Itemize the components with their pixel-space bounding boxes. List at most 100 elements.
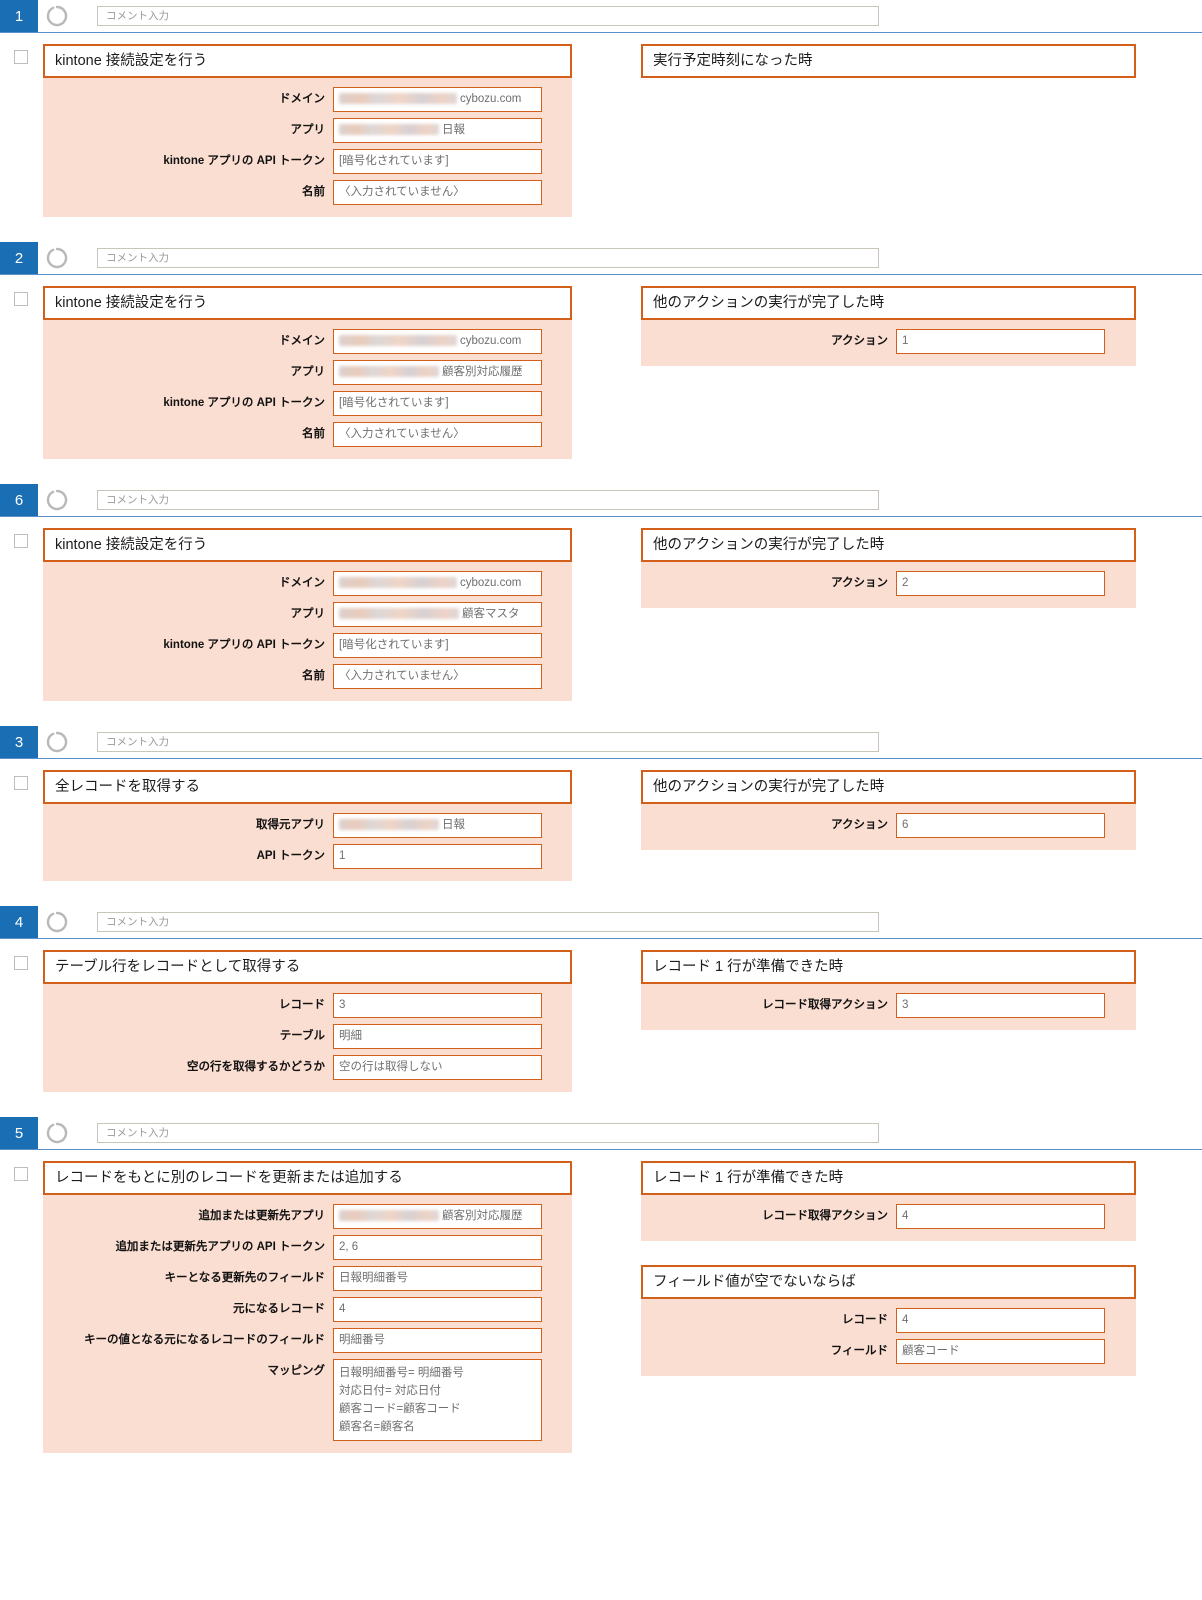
field-value-text: 日報 [442, 124, 465, 136]
comment-input[interactable]: コメント入力 [97, 732, 879, 752]
field-value[interactable]: 顧客マスタ [333, 602, 542, 627]
field-row: レコード 3 [43, 993, 572, 1018]
field-label: マッピング [267, 1365, 326, 1377]
step-checkbox[interactable] [14, 956, 28, 970]
field-value[interactable]: 〈入力されていません〉 [333, 422, 542, 447]
field-label: 元になるレコード [233, 1303, 325, 1315]
field-label: 名前 [302, 186, 325, 198]
field-label: アクション [831, 577, 888, 589]
step-checkbox[interactable] [14, 292, 28, 306]
field-value[interactable]: cybozu.com [333, 571, 542, 596]
field-value-text: 日報 [442, 819, 465, 831]
field-value[interactable]: 顧客コード [896, 1339, 1105, 1364]
field-value[interactable]: 6 [896, 813, 1105, 838]
trigger-card: 他のアクションの実行が完了した時アクション 2 [641, 528, 1136, 608]
trigger-title[interactable]: 他のアクションの実行が完了した時 [641, 286, 1136, 320]
trigger-title[interactable]: 実行予定時刻になった時 [641, 44, 1136, 78]
action-title[interactable]: レコードをもとに別のレコードを更新または追加する [43, 1161, 572, 1195]
field-value[interactable]: 1 [333, 844, 542, 869]
field-row: 元になるレコード 4 [43, 1297, 572, 1322]
field-value[interactable]: cybozu.com [333, 329, 542, 354]
field-value[interactable]: 日報明細番号= 明細番号対応日付= 対応日付顧客コード=顧客コード顧客名=顧客名 [333, 1359, 542, 1441]
field-label: 追加または更新先アプリの API トークン [115, 1241, 325, 1253]
comment-input[interactable]: コメント入力 [97, 1123, 879, 1143]
field-value-text: 顧客別対応履歴 [442, 1210, 523, 1222]
trigger-title[interactable]: フィールド値が空でないならば [641, 1265, 1136, 1299]
loading-ring-icon [38, 0, 76, 32]
field-value[interactable]: 4 [333, 1297, 542, 1322]
action-title[interactable]: kintone 接続設定を行う [43, 44, 572, 78]
field-value[interactable]: cybozu.com [333, 87, 542, 112]
field-label: フィールド [830, 1345, 888, 1357]
field-label: レコード取得アクション [762, 1210, 888, 1222]
field-value-text: [暗号化されています] [339, 639, 449, 651]
field-label: 名前 [302, 670, 325, 682]
step-gap [0, 217, 1202, 242]
step-checkbox[interactable] [14, 534, 28, 548]
field-value[interactable]: 明細 [333, 1024, 542, 1049]
field-value[interactable]: 日報 [333, 118, 542, 143]
field-label: キーとなる更新先のフィールド [164, 1272, 325, 1284]
step-number-badge: 1 [0, 0, 38, 32]
field-value[interactable]: 明細番号 [333, 1328, 542, 1353]
field-value[interactable]: 空の行は取得しない [333, 1055, 542, 1080]
field-value[interactable]: 〈入力されていません〉 [333, 180, 542, 205]
field-value[interactable]: 〈入力されていません〉 [333, 664, 542, 689]
loading-ring-icon [38, 726, 76, 758]
field-value[interactable]: [暗号化されています] [333, 149, 542, 174]
comment-input[interactable]: コメント入力 [97, 912, 879, 932]
field-label: レコード [279, 999, 325, 1011]
trigger-title[interactable]: 他のアクションの実行が完了した時 [641, 528, 1136, 562]
field-value-text: 3 [902, 999, 909, 1011]
comment-input[interactable]: コメント入力 [97, 6, 879, 26]
field-value[interactable]: 2 [896, 571, 1105, 596]
redacted-text [339, 335, 457, 346]
field-row: レコード 4 [641, 1308, 1136, 1333]
field-value[interactable]: 4 [896, 1204, 1105, 1229]
action-title[interactable]: テーブル行をレコードとして取得する [43, 950, 572, 984]
field-value[interactable]: 1 [896, 329, 1105, 354]
action-title[interactable]: 全レコードを取得する [43, 770, 572, 804]
step-checkbox[interactable] [14, 50, 28, 64]
field-value[interactable]: 日報 [333, 813, 542, 838]
trigger-title[interactable]: レコード 1 行が準備できた時 [641, 950, 1136, 984]
loading-ring-icon [38, 1117, 76, 1149]
field-row: kintone アプリの API トークン[暗号化されています] [43, 633, 572, 658]
redacted-text [339, 124, 439, 135]
action-title[interactable]: kintone 接続設定を行う [43, 286, 572, 320]
trigger-card: レコード 1 行が準備できた時レコード取得アクション 4 [641, 1161, 1136, 1241]
redacted-text [339, 577, 457, 588]
field-value[interactable]: 顧客別対応履歴 [333, 360, 542, 385]
comment-input[interactable]: コメント入力 [97, 490, 879, 510]
step-gap [0, 701, 1202, 726]
card-fields: レコード 4 フィールド顧客コード [641, 1299, 1136, 1376]
field-value[interactable]: 日報明細番号 [333, 1266, 542, 1291]
field-value[interactable]: 3 [333, 993, 542, 1018]
field-value[interactable]: 4 [896, 1308, 1105, 1333]
field-value-text: [暗号化されています] [339, 397, 449, 409]
step-checkbox[interactable] [14, 776, 28, 790]
field-value[interactable]: 3 [896, 993, 1105, 1018]
field-value[interactable]: [暗号化されています] [333, 391, 542, 416]
trigger-title[interactable]: 他のアクションの実行が完了した時 [641, 770, 1136, 804]
field-value[interactable]: 2, 6 [333, 1235, 542, 1260]
redacted-text [339, 93, 457, 104]
trigger-title[interactable]: レコード 1 行が準備できた時 [641, 1161, 1136, 1195]
action-title[interactable]: kintone 接続設定を行う [43, 528, 572, 562]
field-label: kintone アプリの API トークン [163, 397, 325, 409]
comment-input[interactable]: コメント入力 [97, 248, 879, 268]
step-gap [0, 1092, 1202, 1117]
field-value[interactable]: 顧客別対応履歴 [333, 1204, 542, 1229]
step-checkbox[interactable] [14, 1167, 28, 1181]
field-label: レコード [842, 1314, 888, 1326]
field-value[interactable]: [暗号化されています] [333, 633, 542, 658]
field-row: 名前〈入力されていません〉 [43, 180, 572, 205]
